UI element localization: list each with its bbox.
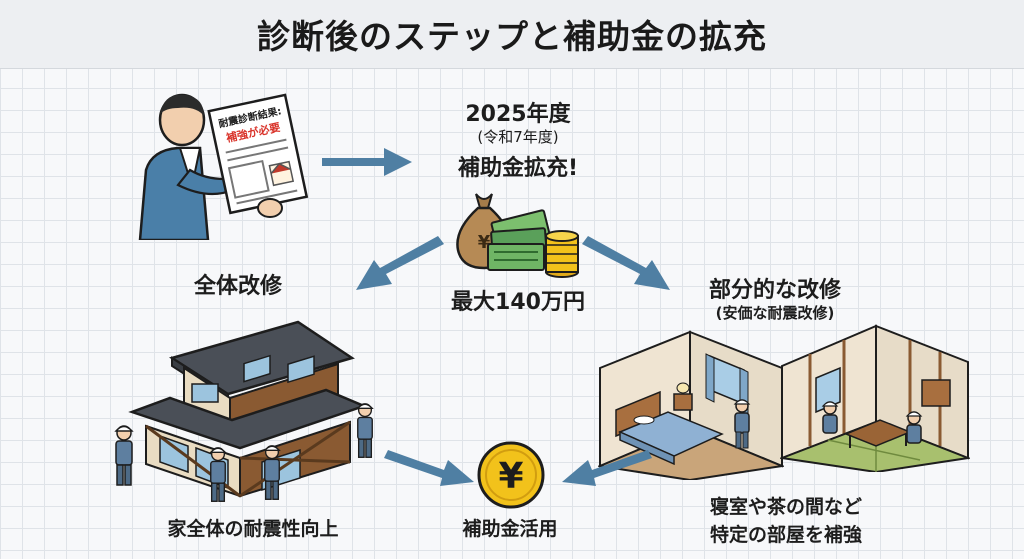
worker-icon [114, 425, 134, 486]
worker-icon [209, 447, 227, 502]
partial-renovation-label: 部分的な改修 [708, 278, 841, 303]
page-title: 診断後のステップと補助金の拡充 [257, 17, 767, 56]
arrow-icon [582, 236, 670, 290]
subsidy-era: (令和7年度) [477, 128, 559, 146]
house-icon [128, 320, 368, 498]
tatami-room-icon [780, 324, 970, 472]
coin-stack-icon [545, 230, 579, 278]
full-renovation-result: 家全体の耐震性向上 [167, 518, 339, 540]
full-renovation-label: 全体改修 [193, 274, 282, 299]
arrow-icon [384, 450, 474, 486]
yen-coin-symbol: ¥ [498, 456, 523, 497]
partial-renovation-note: (安価な耐震改修) [715, 304, 835, 322]
arrow-icon [356, 236, 444, 290]
title-bar: 診断後のステップと補助金の拡充 [0, 0, 1024, 69]
subsidy-max-amount: 最大140万円 [451, 290, 585, 315]
partial-renovation-result-line2: 特定の部屋を補強 [709, 524, 862, 546]
arrow-icon [562, 450, 652, 486]
partial-renovation-result-line1: 寝室や茶の間など [709, 496, 862, 518]
cash-stack-icon [487, 209, 552, 271]
subsidy-headline: 補助金拡充! [457, 156, 579, 181]
subsidy-use-label: 補助金活用 [462, 518, 558, 540]
subsidy-year: 2025年度 [465, 102, 571, 127]
money-icons: ¥ [456, 193, 579, 278]
worker-icon [356, 403, 374, 458]
yen-coin-icon: ¥ [477, 441, 545, 509]
man-reading-report-icon: 耐震診断結果: 補強が必要 [138, 93, 309, 240]
bedroom-room-icon [598, 330, 784, 480]
arrow-icon [322, 148, 412, 176]
worker-icon [263, 445, 281, 500]
